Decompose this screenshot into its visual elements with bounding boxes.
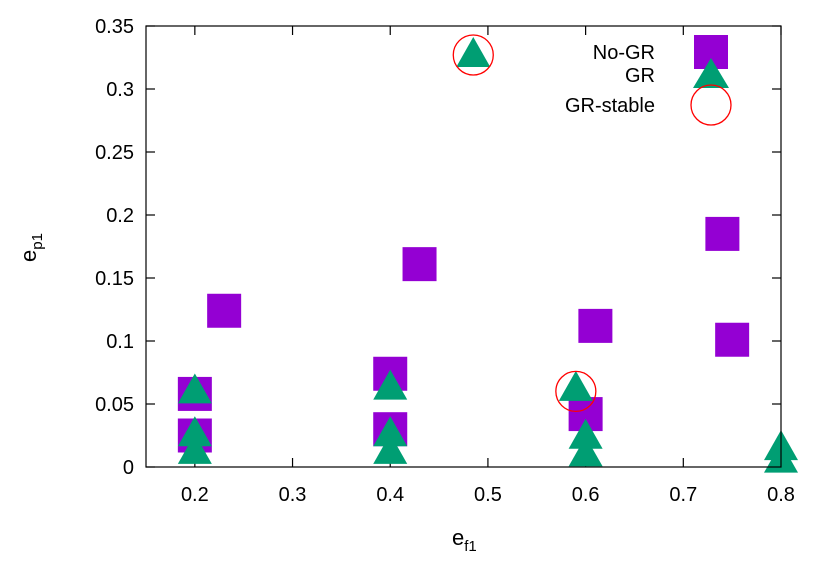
y-tick-label: 0.2 bbox=[106, 205, 134, 227]
gr-point bbox=[456, 37, 491, 67]
gr-stable-point bbox=[452, 34, 494, 76]
no-gr-point bbox=[578, 308, 613, 343]
legend-swatch-gr bbox=[693, 58, 729, 88]
gr-point bbox=[177, 433, 212, 464]
y-tick-label: 0 bbox=[123, 457, 134, 479]
legend-label-gr-stable: GR-stable bbox=[565, 95, 655, 117]
x-tick-label: 0.5 bbox=[474, 484, 502, 506]
y-tick-label: 0.35 bbox=[95, 16, 134, 38]
no-gr-point bbox=[207, 293, 242, 328]
y-tick-label: 0.15 bbox=[95, 268, 134, 290]
gr-point bbox=[177, 373, 212, 404]
gr-point bbox=[568, 436, 603, 467]
gr-point bbox=[558, 370, 593, 401]
no-gr-point bbox=[715, 322, 750, 357]
legend-label-gr: GR bbox=[625, 65, 655, 87]
gr-point bbox=[568, 418, 603, 449]
x-axis-label: ef1 bbox=[452, 525, 477, 555]
y-tick-label: 0.3 bbox=[106, 79, 134, 101]
x-tick-label: 0.8 bbox=[767, 484, 795, 506]
y-tick-label: 0.1 bbox=[106, 331, 134, 353]
no-gr-point bbox=[705, 216, 740, 251]
gr-point bbox=[373, 416, 408, 447]
y-axis-label: ep1 bbox=[16, 233, 46, 262]
gr-point bbox=[373, 369, 408, 400]
gr-stable-point bbox=[555, 370, 597, 413]
x-tick-label: 0.2 bbox=[181, 484, 209, 506]
data-marks bbox=[177, 34, 798, 473]
x-tick-label: 0.6 bbox=[572, 484, 600, 506]
legend-swatch-gr-stable bbox=[690, 84, 732, 126]
plot-frame bbox=[145, 25, 782, 468]
x-tick-label: 0.7 bbox=[669, 484, 697, 506]
gr-point bbox=[373, 433, 408, 464]
no-gr-point bbox=[402, 247, 437, 282]
legend-label-no-gr: No-GR bbox=[593, 42, 655, 64]
y-tick-label: 0.25 bbox=[95, 142, 134, 164]
tick-labels: 0.2 0.3 0.4 0.5 0.6 0.7 0.8 0 0.05 0.1 0.15 0.2 0.25… bbox=[95, 16, 795, 506]
x-tick-label: 0.4 bbox=[376, 484, 404, 506]
y-tick-label: 0.05 bbox=[95, 394, 134, 416]
legend: No-GR GR GR-stable bbox=[565, 35, 732, 126]
x-tick-label: 0.3 bbox=[279, 484, 307, 506]
gr-point bbox=[177, 416, 212, 447]
axis-ticks bbox=[146, 25, 782, 468]
